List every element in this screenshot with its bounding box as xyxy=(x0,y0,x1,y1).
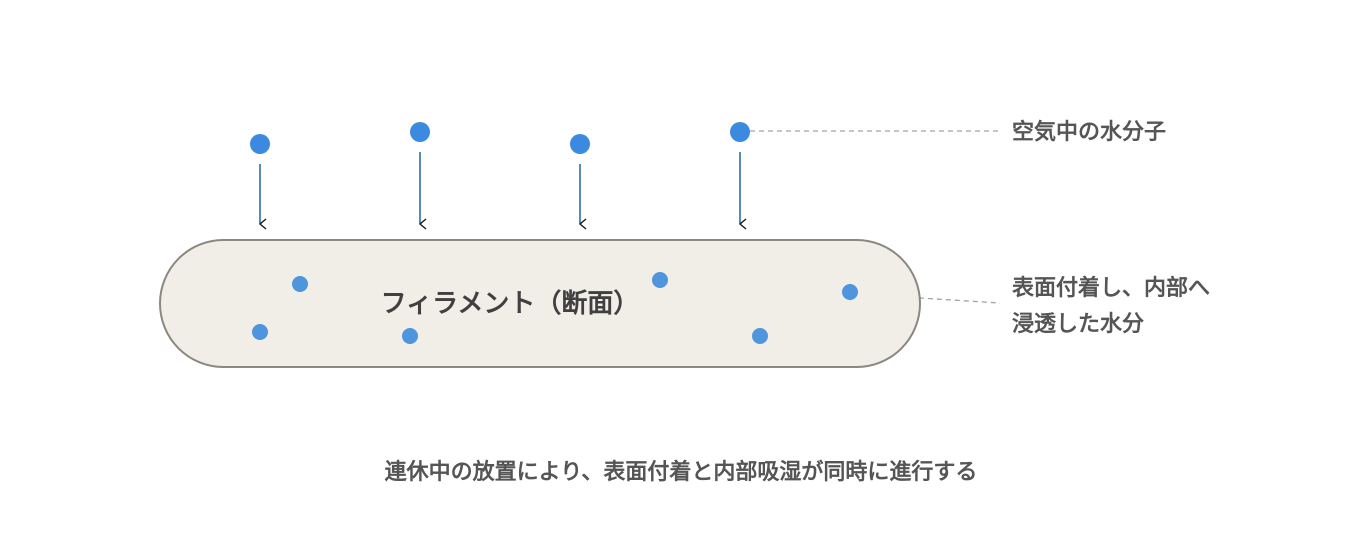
absorbed-water-molecule xyxy=(292,276,308,292)
absorbed-water-label-line1: 表面付着し、内部へ xyxy=(1012,275,1210,301)
absorbed-water-molecule xyxy=(402,328,418,344)
absorbed-water-molecule xyxy=(842,284,858,300)
air-molecules-group xyxy=(250,122,750,154)
filament-cross-section xyxy=(159,239,921,368)
absorbed-water-molecule xyxy=(652,272,668,288)
absorption-arrows-group xyxy=(258,152,747,230)
air-molecules-label: 空気中の水分子 xyxy=(1012,119,1166,145)
leader-line-absorbed xyxy=(855,293,1001,304)
caption: 連休中の放置により、表面付着と内部吸湿が同時に進行する xyxy=(385,459,978,485)
absorbed-water-molecule xyxy=(752,328,768,344)
absorbed-molecules-group xyxy=(252,272,858,344)
air-water-molecule xyxy=(410,122,430,142)
absorbed-water-molecule xyxy=(252,324,268,340)
air-water-molecule xyxy=(730,122,750,142)
filament-label: フィラメント（断面） xyxy=(381,288,640,319)
absorbed-water-label-line2: 浸透した水分 xyxy=(1012,312,1144,337)
air-water-molecule xyxy=(570,134,590,154)
air-water-molecule xyxy=(250,134,270,154)
